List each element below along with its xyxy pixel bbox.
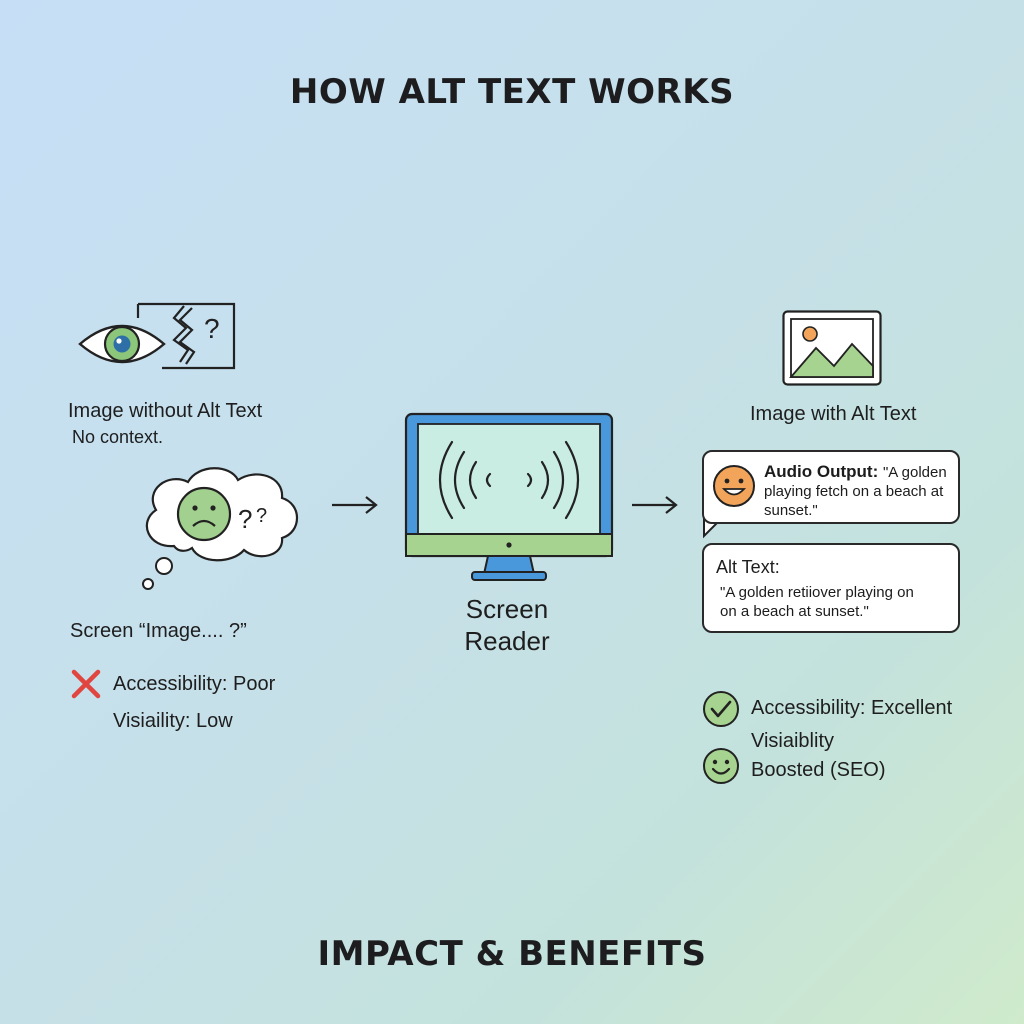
monitor-sound-icon — [404, 412, 614, 581]
alt-text-line1: "A golden retiiover playing on — [720, 584, 914, 601]
alt-text-content: "A golden retiiover playing on on a beac… — [720, 583, 914, 621]
left-accessibility-stat: Accessibility: Poor — [113, 673, 276, 695]
page-title: HOW ALT TEXT WORKS — [289, 72, 735, 112]
image-landscape-icon — [782, 310, 882, 386]
confused-thought-cloud-icon: ? ? — [142, 467, 298, 590]
left-visibility-stat: Visiaility: Low — [113, 710, 233, 732]
left-subheading: No context. — [72, 427, 164, 447]
audio-output-text: Audio Output: "A golden playing fetch on… — [764, 462, 956, 520]
check-circle-icon — [703, 691, 739, 727]
screen-reader-label-line2: Reader — [464, 626, 550, 656]
arrow-right-icon — [332, 496, 378, 514]
right-visibility-stat-line1: Visiaiblity — [751, 730, 834, 752]
footer-title: IMPACT & BENEFITS — [317, 934, 707, 974]
right-heading: Image with Alt Text — [750, 403, 917, 425]
audio-output-line1: "A golden — [882, 464, 947, 481]
right-visibility-stat-line2: Boosted (SEO) — [751, 759, 886, 781]
arrow-right-icon — [632, 496, 678, 514]
left-heading: Image without Alt Text — [68, 400, 263, 422]
right-accessibility-stat: Accessibility: Excellent — [751, 697, 953, 719]
alt-text-line2: on a beach at sunset." — [720, 603, 869, 620]
cross-icon — [71, 669, 101, 699]
screen-reader-label: Screen Reader — [404, 593, 610, 657]
alt-text-label: Alt Text: — [716, 557, 780, 577]
audio-output-line3: sunset." — [764, 502, 818, 519]
svg-text:?: ? — [256, 505, 267, 527]
audio-output-line2: playing fetch on a beach at — [764, 483, 944, 500]
smiley-icon — [703, 748, 739, 784]
broken-image-eye-icon: ? — [78, 302, 236, 370]
audio-output-label: Audio Output: — [764, 462, 879, 481]
alt-text-card: Alt Text: "A golden retiiover playing on… — [702, 543, 960, 633]
audio-output-card: Audio Output: "A golden playing fetch on… — [702, 450, 960, 524]
screen-reader-label-line1: Screen — [465, 594, 549, 624]
svg-text:?: ? — [204, 313, 220, 344]
screen-reader-output-left: Screen “Image.... ?” — [70, 620, 247, 642]
happy-face-icon — [713, 465, 755, 507]
svg-text:?: ? — [238, 504, 252, 534]
